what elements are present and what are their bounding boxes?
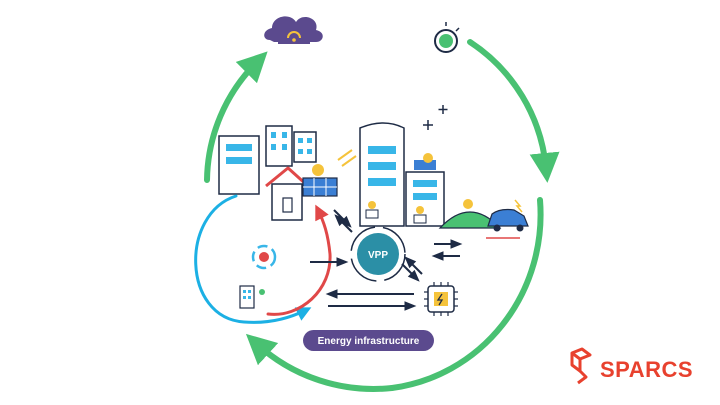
meter-icon (434, 22, 460, 53)
sparcs-wordmark: SPARCS (600, 357, 694, 382)
arrow-buildings-vpp-b (334, 214, 353, 233)
sparcs-logo: SPARCS (566, 347, 716, 389)
vpp-hub-icon: VPP (350, 226, 406, 282)
energy-exchange-arrows (337, 149, 357, 167)
chip-icon (424, 282, 458, 316)
storage-icon (251, 244, 277, 270)
vpp-label: VPP (368, 250, 388, 261)
building-mid-left (265, 125, 317, 167)
sparcs-logo-icon (570, 347, 592, 385)
house-icon (265, 166, 310, 221)
solar-panel-icon (302, 164, 338, 197)
electric-car-icon (486, 199, 529, 239)
arrow-vpp-chip-b (404, 256, 423, 275)
cycle-arc-top-right (467, 39, 560, 183)
arrow-buildings-vpp-a (333, 209, 352, 228)
person-icons (365, 201, 427, 224)
energy-infrastructure-label: Energy infrastructure (318, 336, 420, 347)
outer-cycle (204, 39, 560, 392)
cycle-arc-bottom-right (389, 197, 544, 391)
flow-arrows (310, 209, 463, 311)
energy-infrastructure-pill: Energy infrastructure (303, 330, 434, 351)
red-loop (266, 204, 332, 316)
building-left (218, 135, 260, 195)
sparkle-icons (423, 105, 448, 130)
building-control-icon (239, 285, 265, 309)
building-tall (359, 122, 405, 227)
cycle-arc-top-left (204, 51, 268, 183)
blue-loop (194, 194, 312, 324)
cloud-icon (264, 16, 323, 44)
inner-loops (194, 194, 332, 324)
cycle-arc-bottom (245, 333, 395, 392)
